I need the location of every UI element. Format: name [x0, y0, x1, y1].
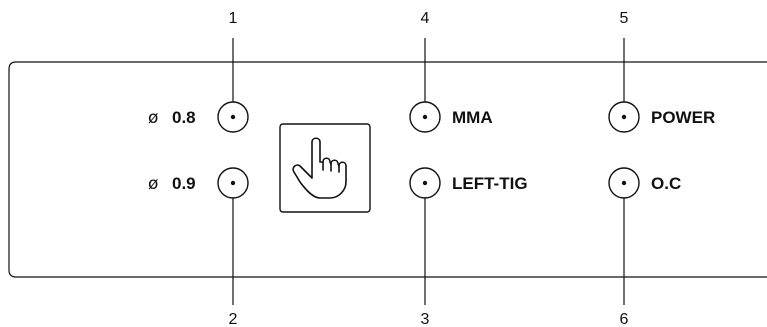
indicator-lamp-0.8 [217, 101, 249, 133]
indicator-lamp-0.9 [217, 167, 249, 199]
indicator-lamp-oc [608, 167, 640, 199]
mode-select-button[interactable] [279, 123, 371, 213]
indicator-lamp-left-tig [409, 167, 441, 199]
hand-pointer-icon [292, 137, 347, 199]
callout-number-5: 5 [620, 10, 629, 27]
indicator-lamp-mma [409, 101, 441, 133]
label-0.8: 0.8 [172, 108, 196, 127]
callout-number-3: 3 [421, 311, 430, 327]
indicator-lamp-power [608, 101, 640, 133]
label-mma: MMA [452, 108, 493, 127]
diameter-symbol-0.8: ø [148, 108, 158, 128]
callout-number-4: 4 [421, 10, 430, 27]
label-power: POWER [651, 108, 715, 127]
label-0.9: 0.9 [172, 174, 196, 193]
callout-number-6: 6 [620, 311, 629, 327]
label-oc: O.C [651, 174, 681, 193]
panel-outline [8, 61, 767, 278]
label-left-tig: LEFT-TIG [452, 174, 528, 193]
callout-number-2: 2 [229, 311, 238, 327]
callout-number-1: 1 [229, 10, 238, 27]
diameter-symbol-0.9: ø [148, 174, 158, 194]
